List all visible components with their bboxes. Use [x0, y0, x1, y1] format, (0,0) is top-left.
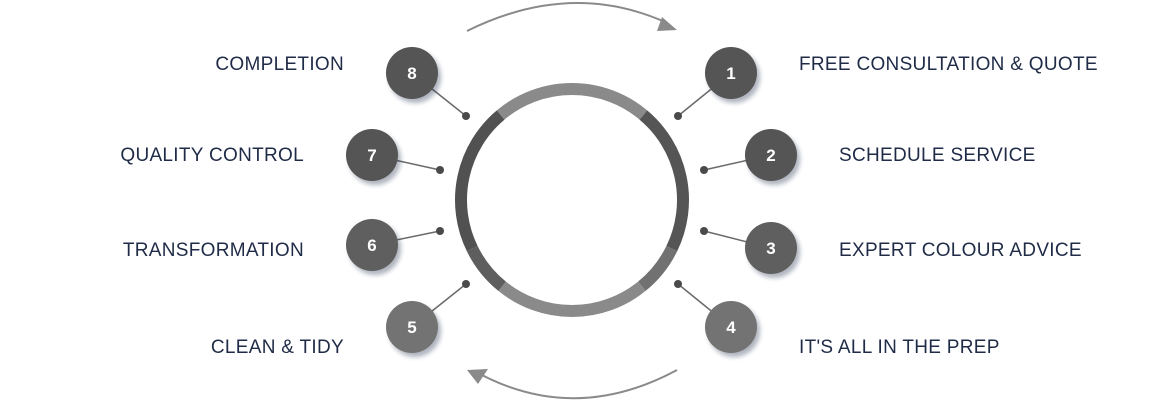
step-8: 8 COMPLETION [215, 47, 470, 120]
step-label: TRANSFORMATION [123, 240, 304, 261]
step-number: 6 [367, 236, 376, 255]
connector-dot [700, 227, 708, 235]
step-label: FREE CONSULTATION & QUOTE [799, 54, 1098, 75]
step-number-badge [745, 129, 797, 181]
step-number-badge [346, 219, 398, 271]
bottom-cycle-arrow [477, 369, 678, 400]
step-number: 3 [766, 239, 775, 258]
step-number-badge [346, 129, 398, 181]
ring-segment [466, 245, 507, 291]
step-label: EXPERT COLOUR ADVICE [839, 240, 1082, 261]
step-number: 8 [407, 64, 416, 83]
step-number-badge [705, 301, 757, 353]
connector-dot [436, 166, 444, 174]
step-number-badge [386, 47, 438, 99]
connector-dot [462, 112, 470, 120]
ring-segment [455, 110, 505, 252]
step-2: 2 SCHEDULE SERVICE [700, 129, 1036, 181]
ring-segment [498, 281, 646, 317]
step-number: 2 [766, 146, 775, 165]
ring-segment [639, 110, 689, 252]
step-label: SCHEDULE SERVICE [839, 145, 1036, 166]
step-number-badge [705, 47, 757, 99]
step-label: COMPLETION [215, 54, 344, 75]
step-number-badge [745, 222, 797, 274]
step-number: 7 [367, 146, 376, 165]
step-7: 7 QUALITY CONTROL [120, 129, 444, 181]
step-6: 6 TRANSFORMATION [123, 219, 444, 271]
step-3: 3 EXPERT COLOUR ADVICE [700, 222, 1082, 274]
connector-dot [674, 112, 682, 120]
step-number: 5 [407, 318, 416, 337]
connector-dot [700, 166, 708, 174]
ring-segment [496, 83, 648, 120]
ring-segment [637, 245, 678, 291]
top-cycle-arrow [466, 2, 666, 32]
step-label: QUALITY CONTROL [120, 145, 304, 166]
connector-dot [674, 280, 682, 288]
bottom-arrowhead-icon [467, 369, 488, 384]
step-1: 1 FREE CONSULTATION & QUOTE [674, 47, 1098, 120]
step-number: 4 [726, 318, 736, 337]
step-4: 4IT'S ALL IN THE PREP [674, 280, 1000, 358]
connector-dot [436, 227, 444, 235]
top-arrowhead-icon [657, 17, 677, 31]
step-label: IT'S ALL IN THE PREP [799, 337, 1000, 358]
step-number-badge [386, 301, 438, 353]
connector-dot [462, 280, 470, 288]
step-label: CLEAN & TIDY [211, 337, 344, 358]
center-ring [455, 83, 689, 317]
step-number: 1 [726, 64, 735, 83]
